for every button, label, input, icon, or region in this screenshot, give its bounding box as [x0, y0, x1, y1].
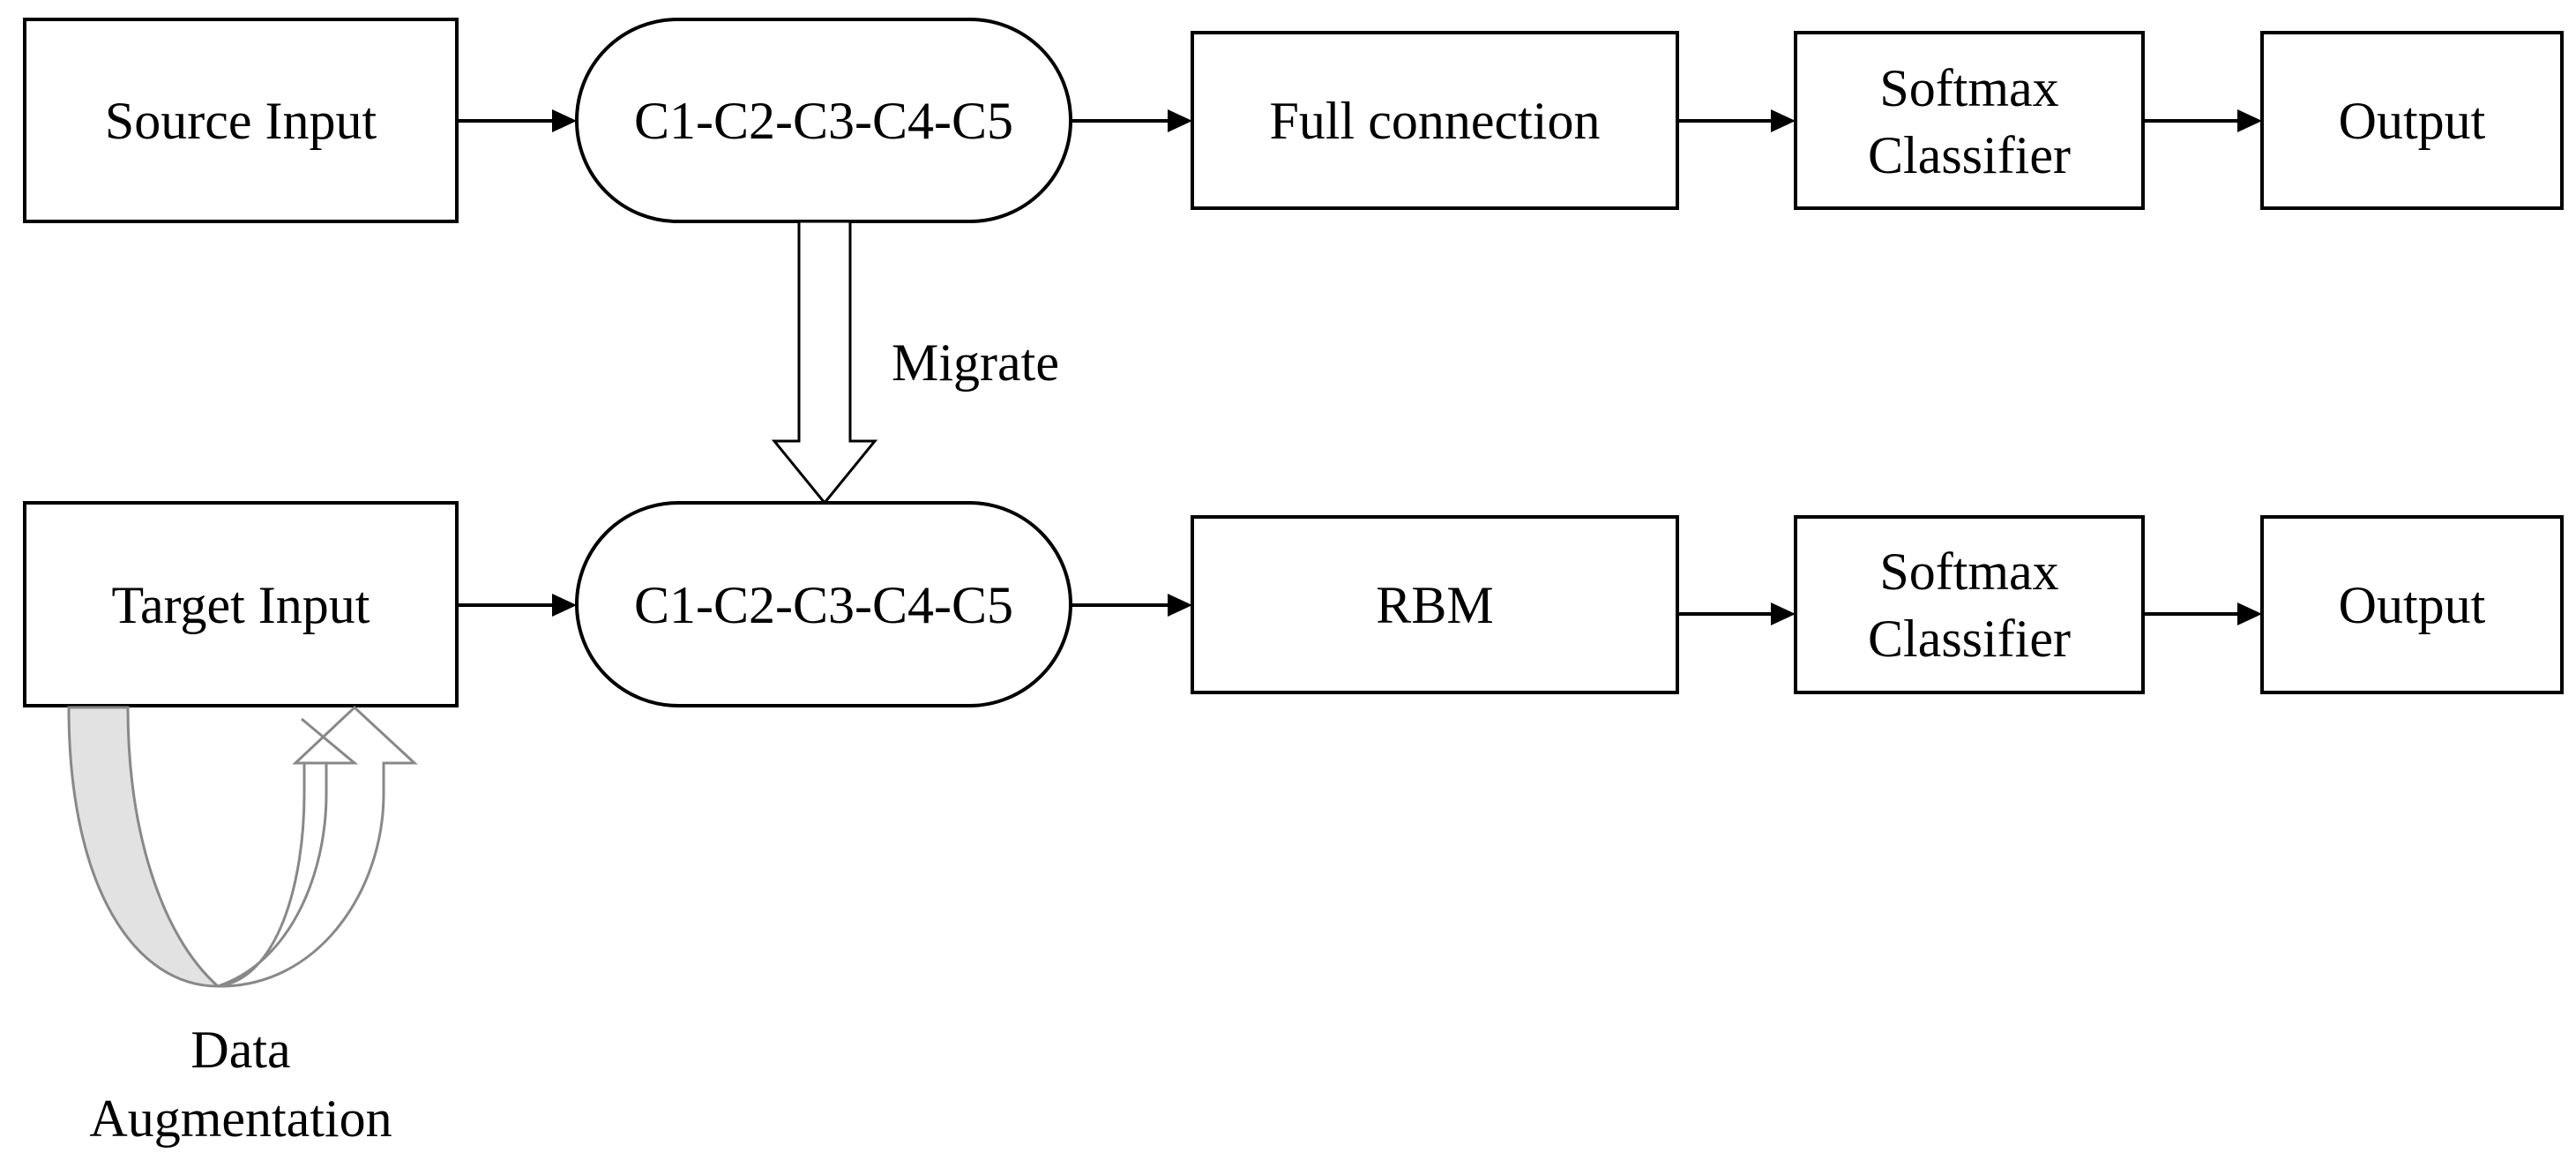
rbm-box: [1191, 515, 1679, 694]
source-input-box: [23, 18, 459, 223]
bottom-softmax-box: [1794, 515, 2145, 694]
bottom-output-label: Output: [2339, 576, 2486, 634]
bottom-arrow-target-to-conv: [457, 594, 577, 617]
data-augmentation-loop-arrow: [67, 705, 418, 988]
data-augmentation-label-line2: Augmentation: [89, 1089, 392, 1148]
source-input-label: Source Input: [105, 92, 377, 150]
migrate-arrow: [771, 220, 878, 505]
top-softmax-label-line2: Classifier: [1868, 126, 2071, 184]
top-output-label: Output: [2339, 92, 2486, 150]
bottom-arrow-rbm-to-softmax: [1677, 602, 1796, 625]
top-softmax-label-line1: Softmax: [1879, 59, 2058, 117]
bottom-output-box: [2260, 515, 2564, 694]
rbm-label: RBM: [1376, 576, 1493, 634]
bottom-softmax-label-line1: Softmax: [1879, 543, 2058, 601]
top-arrow-softmax-to-output: [2143, 109, 2262, 132]
target-input-box: [23, 501, 459, 707]
bottom-arrow-softmax-to-output: [2143, 602, 2262, 625]
top-softmax-box: [1794, 31, 2145, 210]
top-output-box: [2260, 31, 2564, 210]
bottom-conv-block-label: C1-C2-C3-C4-C5: [634, 576, 1013, 634]
bottom-softmax-label-line2: Classifier: [1868, 610, 2071, 668]
migrate-label: Migrate: [892, 333, 1059, 392]
bottom-arrow-conv-to-rbm: [1071, 594, 1192, 617]
top-arrow-fc-to-softmax: [1677, 109, 1796, 132]
data-augmentation-label-line1: Data: [190, 1021, 290, 1079]
full-connection-label: Full connection: [1270, 92, 1601, 150]
target-input-label: Target Input: [112, 576, 370, 634]
top-conv-block-label: C1-C2-C3-C4-C5: [634, 92, 1013, 150]
top-arrow-conv-to-fc: [1071, 109, 1192, 132]
top-arrow-source-to-conv: [457, 109, 577, 132]
full-connection-box: [1191, 31, 1679, 210]
